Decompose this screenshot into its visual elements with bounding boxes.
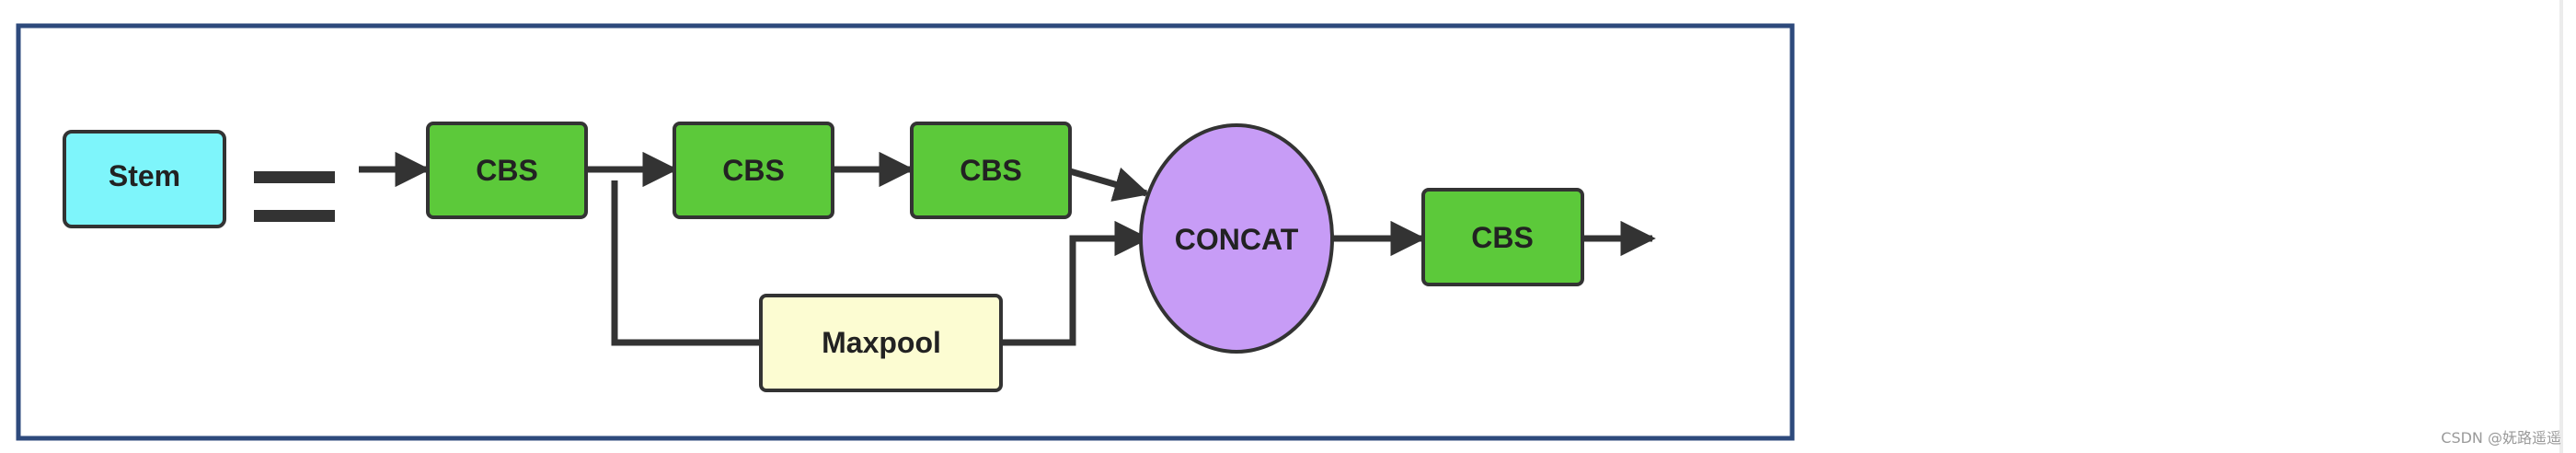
- stem-node: Stem: [63, 130, 226, 228]
- arrow-maxpool-to-concat: [1001, 220, 1150, 346]
- cbs-box-4: [1421, 188, 1584, 286]
- cbs-label-4: CBS: [1471, 221, 1534, 254]
- cbs-label-1: CBS: [476, 154, 538, 187]
- maxpool-box: [759, 294, 1003, 392]
- stem-box: [63, 130, 226, 228]
- concat-node: CONCAT: [1139, 123, 1334, 354]
- watermark-text: CSDN @妩路遥遥: [2441, 429, 2561, 447]
- equals-bar-bottom: [254, 210, 335, 222]
- cbs-label-2: CBS: [722, 154, 785, 187]
- cbs-node-3: CBS: [910, 122, 1072, 219]
- concat-label: CONCAT: [1175, 223, 1299, 256]
- cbs-node-1: CBS: [426, 122, 588, 219]
- cbs-box-1: [426, 122, 588, 219]
- branch-to-maxpool: [611, 180, 761, 346]
- connectors: [359, 151, 1656, 346]
- stem-label: Stem: [109, 159, 180, 192]
- scrollbar-edge: [2559, 0, 2563, 453]
- equals-bar-top: [254, 171, 335, 183]
- maxpool-label: Maxpool: [822, 326, 941, 359]
- cbs-box-3: [910, 122, 1072, 219]
- cbs-box-2: [673, 122, 834, 219]
- equals-sign: [254, 171, 335, 222]
- maxpool-node: Maxpool: [759, 294, 1003, 392]
- cbs-node-4: CBS: [1421, 188, 1584, 286]
- cbs-label-3: CBS: [960, 154, 1022, 187]
- arrow-cbs-3-to-concat: [1069, 167, 1150, 202]
- concat-ellipse: [1139, 123, 1334, 354]
- cbs-node-2: CBS: [673, 122, 834, 219]
